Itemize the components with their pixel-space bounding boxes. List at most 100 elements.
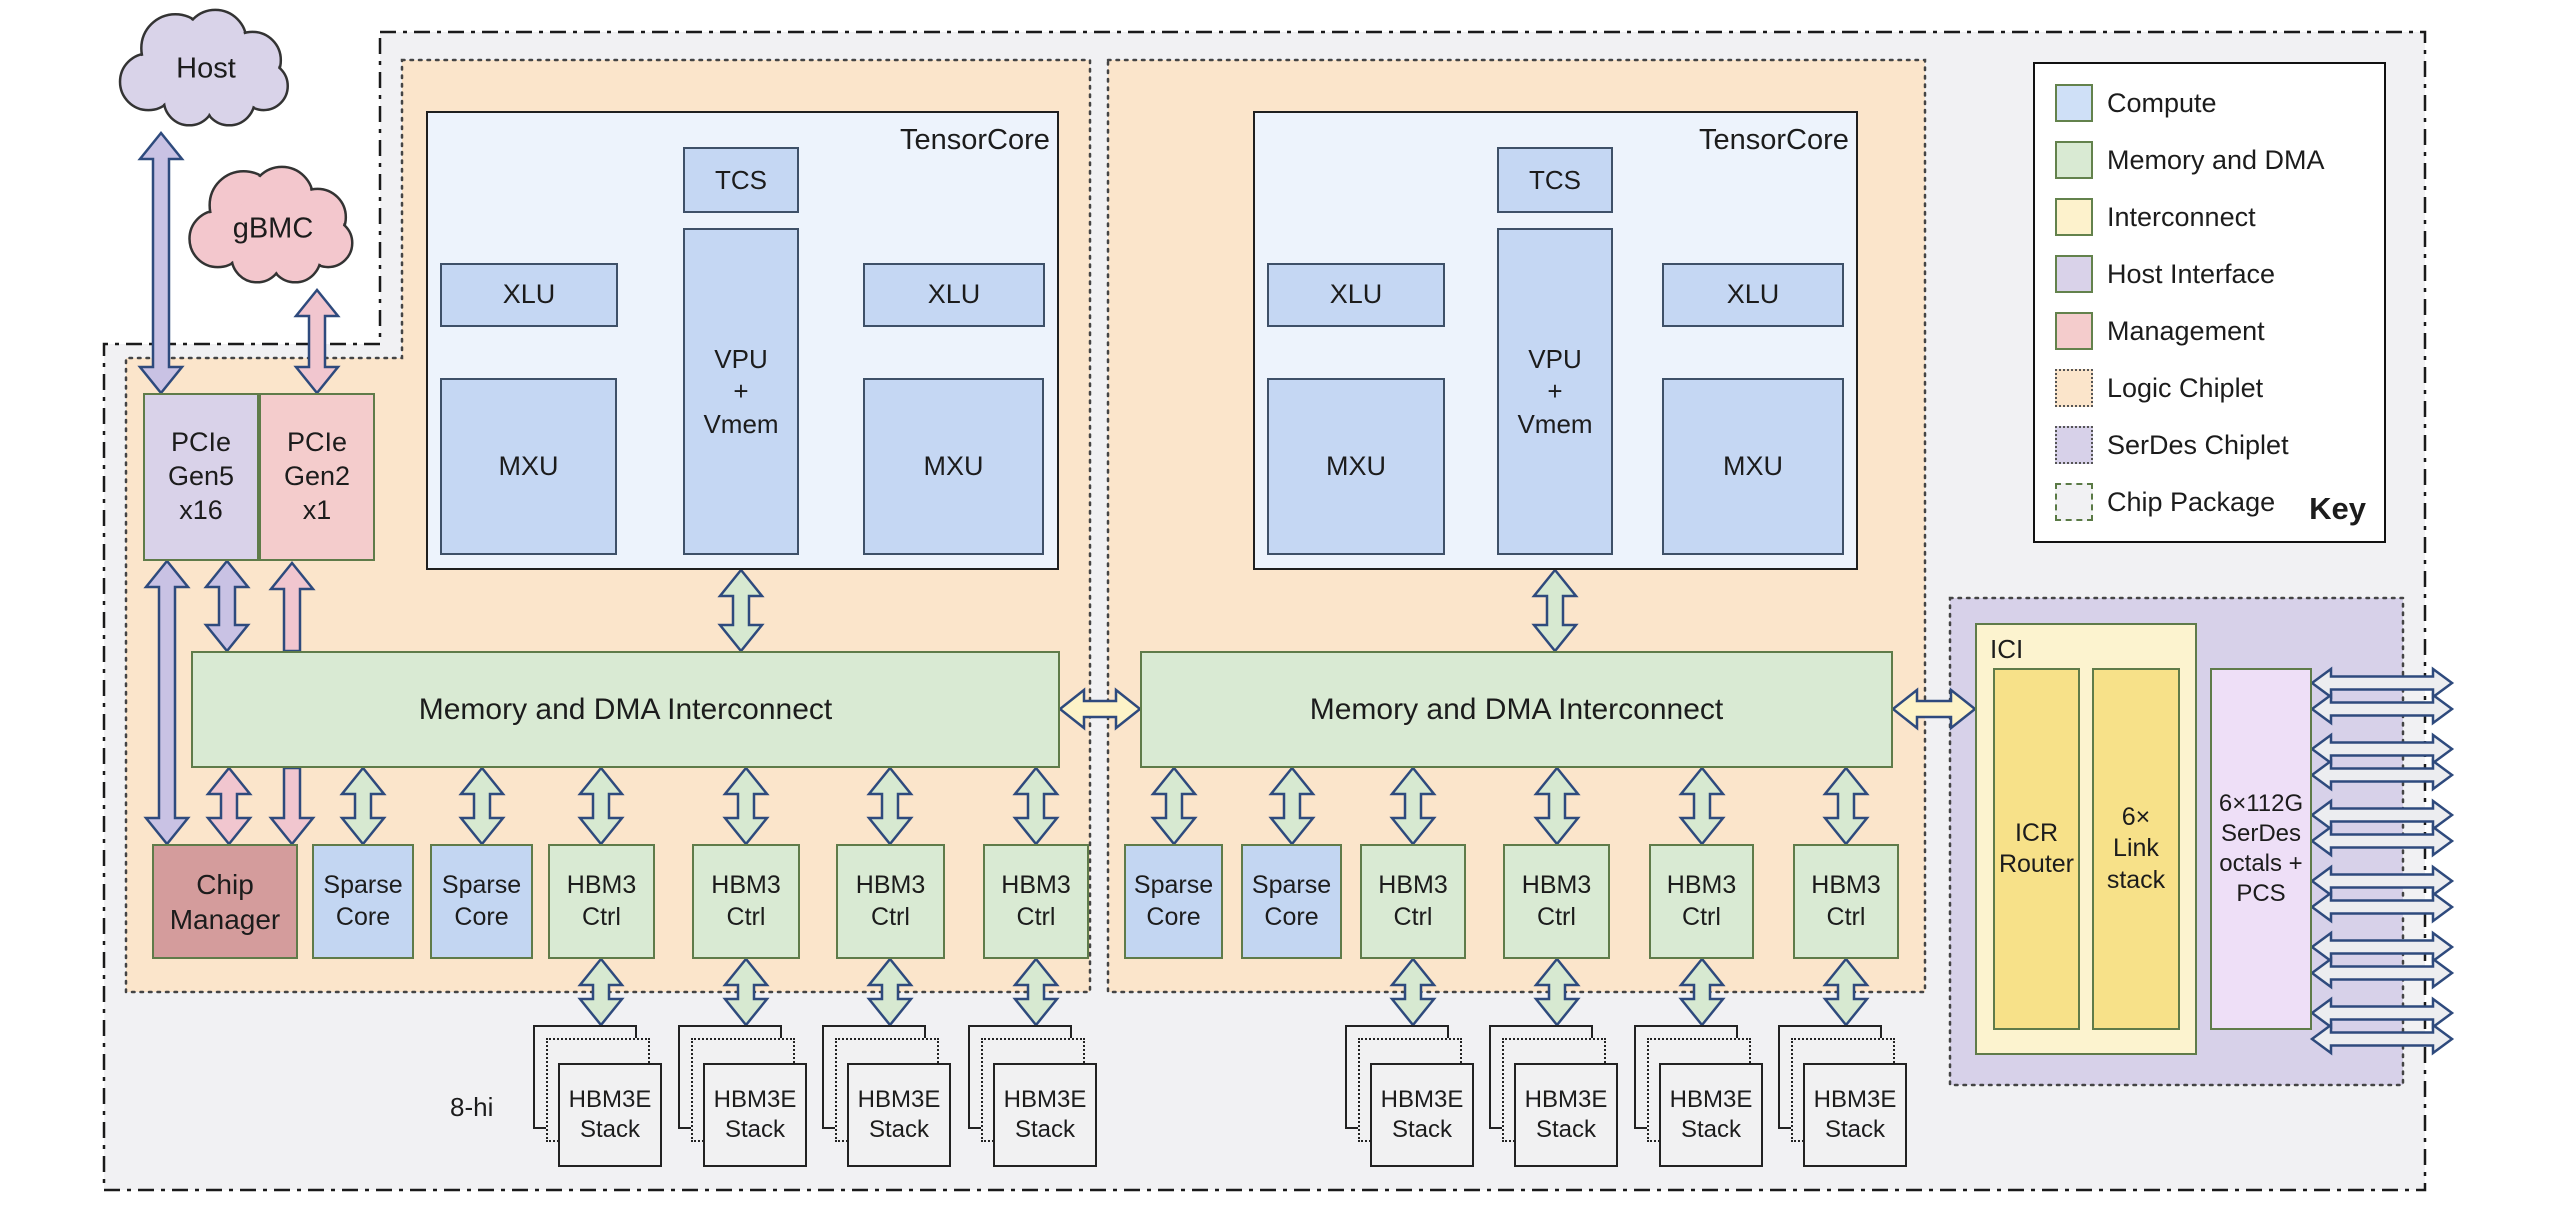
legend-item-chip-package: Chip Package — [2035, 483, 2384, 523]
stack-front-layer: HBM3E Stack — [558, 1063, 662, 1167]
vpu-vmem-box: VPU + Vmem — [1497, 228, 1613, 555]
xlu-box: XLU — [1662, 263, 1844, 327]
arrow-green-vertical — [1822, 766, 1870, 846]
legend-item-memory-dma: Memory and DMA — [2035, 141, 2384, 181]
management-swatch — [2055, 312, 2093, 350]
interconnect-swatch — [2055, 198, 2093, 236]
arrow-grey-horizontal — [2309, 798, 2455, 832]
logic-chiplet-swatch — [2055, 369, 2093, 407]
arrow-green-vertical — [866, 957, 914, 1027]
arrow-green-vertical — [1533, 766, 1581, 846]
arrow-green-vertical — [1531, 568, 1579, 653]
arrow-green-vertical — [1822, 957, 1870, 1027]
host-cloud-label: Host — [176, 52, 236, 85]
xlu-box: XLU — [1267, 263, 1445, 327]
arrow-grey-horizontal — [2309, 996, 2455, 1030]
sparse-core-box: Sparse Core — [430, 844, 533, 959]
arrow-green-vertical — [1678, 957, 1726, 1027]
clouds — [118, 8, 354, 284]
host-cloud — [163, 35, 240, 113]
hbm3e-stack: HBM3E Stack — [822, 1025, 988, 1170]
hbm3-ctrl-box: HBM3 Ctrl — [1360, 844, 1466, 959]
hbm3e-stack: HBM3E Stack — [1778, 1025, 1944, 1170]
chip-manager-box: Chip Manager — [152, 844, 298, 959]
tensorcore-1-title: TensorCore — [900, 124, 1050, 156]
hbm3-ctrl-box: HBM3 Ctrl — [983, 844, 1089, 959]
link-stack-box: 6× Link stack — [2092, 668, 2180, 1030]
arrow-green-vertical — [458, 766, 506, 846]
arrow-green-vertical — [1389, 766, 1437, 846]
arrow-green-vertical — [866, 766, 914, 846]
arrow-green-vertical — [577, 957, 625, 1027]
hbm3e-stack: HBM3E Stack — [1489, 1025, 1655, 1170]
tcs-box: TCS — [683, 147, 799, 213]
icr-router-box: ICR Router — [1993, 668, 2080, 1030]
host-interface-swatch — [2055, 255, 2093, 293]
tensorcore-2-title: TensorCore — [1699, 124, 1849, 156]
arrow-grey-horizontal — [2309, 732, 2455, 766]
stack-front-layer: HBM3E Stack — [1514, 1063, 1618, 1167]
gbmc-cloud-label: gBMC — [232, 212, 314, 245]
key-title: Key — [2309, 491, 2366, 527]
arrow-pink-vertical — [293, 288, 341, 395]
legend-item-interconnect: Interconnect — [2035, 198, 2384, 238]
mxu-box: MXU — [440, 378, 617, 555]
sparse-core-box: Sparse Core — [1124, 844, 1223, 959]
hbm3e-stack: HBM3E Stack — [1345, 1025, 1511, 1170]
xlu-box: XLU — [863, 263, 1045, 327]
arrow-yellow-horizontal — [1890, 687, 1978, 731]
arrow-purple-vertical — [203, 559, 251, 653]
legend-item-serdes-chiplet: SerDes Chiplet — [2035, 426, 2384, 466]
arrow-green-vertical — [1150, 766, 1198, 846]
arrow-green-vertical — [722, 957, 770, 1027]
serdes-chiplet-swatch — [2055, 426, 2093, 464]
key-legend: Compute Memory and DMA Interconnect Host… — [2033, 62, 2386, 543]
arrow-grey-horizontal — [2309, 890, 2455, 924]
arrow-grey-horizontal — [2309, 864, 2455, 898]
stack-front-layer: HBM3E Stack — [703, 1063, 807, 1167]
arrow-green-vertical — [1533, 957, 1581, 1027]
hbm3-ctrl-box: HBM3 Ctrl — [1793, 844, 1899, 959]
hbm3-ctrl-box: HBM3 Ctrl — [1503, 844, 1610, 959]
hbm3-ctrl-box: HBM3 Ctrl — [548, 844, 655, 959]
arrow-green-vertical — [717, 568, 765, 653]
chip-package-swatch — [2055, 483, 2093, 521]
arrow-grey-horizontal — [2309, 1022, 2455, 1056]
mxu-box: MXU — [863, 378, 1044, 555]
memory-dma-interconnect-2: Memory and DMA Interconnect — [1140, 651, 1893, 768]
pcie-gen2-box: PCIe Gen2 x1 — [259, 393, 375, 561]
stack-height-note: 8-hi — [450, 1092, 494, 1122]
arrow-green-vertical — [577, 766, 625, 846]
memory-dma-swatch — [2055, 141, 2093, 179]
hbm3e-stack: HBM3E Stack — [1634, 1025, 1800, 1170]
stack-front-layer: HBM3E Stack — [1370, 1063, 1474, 1167]
arrow-pink-vertical — [268, 766, 316, 846]
sparse-core-box: Sparse Core — [312, 844, 414, 959]
stack-front-layer: HBM3E Stack — [993, 1063, 1097, 1167]
memory-dma-interconnect-1: Memory and DMA Interconnect — [191, 651, 1060, 768]
arrow-grey-horizontal — [2309, 666, 2455, 700]
arrow-grey-horizontal — [2309, 824, 2455, 858]
vpu-vmem-box: VPU + Vmem — [683, 228, 799, 555]
xlu-box: XLU — [440, 263, 618, 327]
arrow-green-vertical — [1012, 766, 1060, 846]
arrow-pink-vertical — [268, 561, 316, 653]
legend-item-host-interface: Host Interface — [2035, 255, 2384, 295]
legend-item-compute: Compute — [2035, 84, 2384, 124]
arrow-purple-vertical — [137, 131, 185, 395]
arrow-yellow-horizontal — [1057, 687, 1143, 731]
hbm3-ctrl-box: HBM3 Ctrl — [692, 844, 800, 959]
arrow-green-vertical — [339, 766, 387, 846]
gbmc-cloud — [230, 192, 307, 270]
sparse-core-box: Sparse Core — [1241, 844, 1342, 959]
compute-swatch — [2055, 84, 2093, 122]
pcie-gen5-box: PCIe Gen5 x16 — [143, 393, 259, 561]
stack-front-layer: HBM3E Stack — [1659, 1063, 1763, 1167]
legend-item-logic-chiplet: Logic Chiplet — [2035, 369, 2384, 409]
arrow-grey-horizontal — [2309, 758, 2455, 792]
arrow-green-vertical — [1268, 766, 1316, 846]
arrow-grey-horizontal — [2309, 692, 2455, 726]
hbm3-ctrl-box: HBM3 Ctrl — [1649, 844, 1754, 959]
legend-item-management: Management — [2035, 312, 2384, 352]
